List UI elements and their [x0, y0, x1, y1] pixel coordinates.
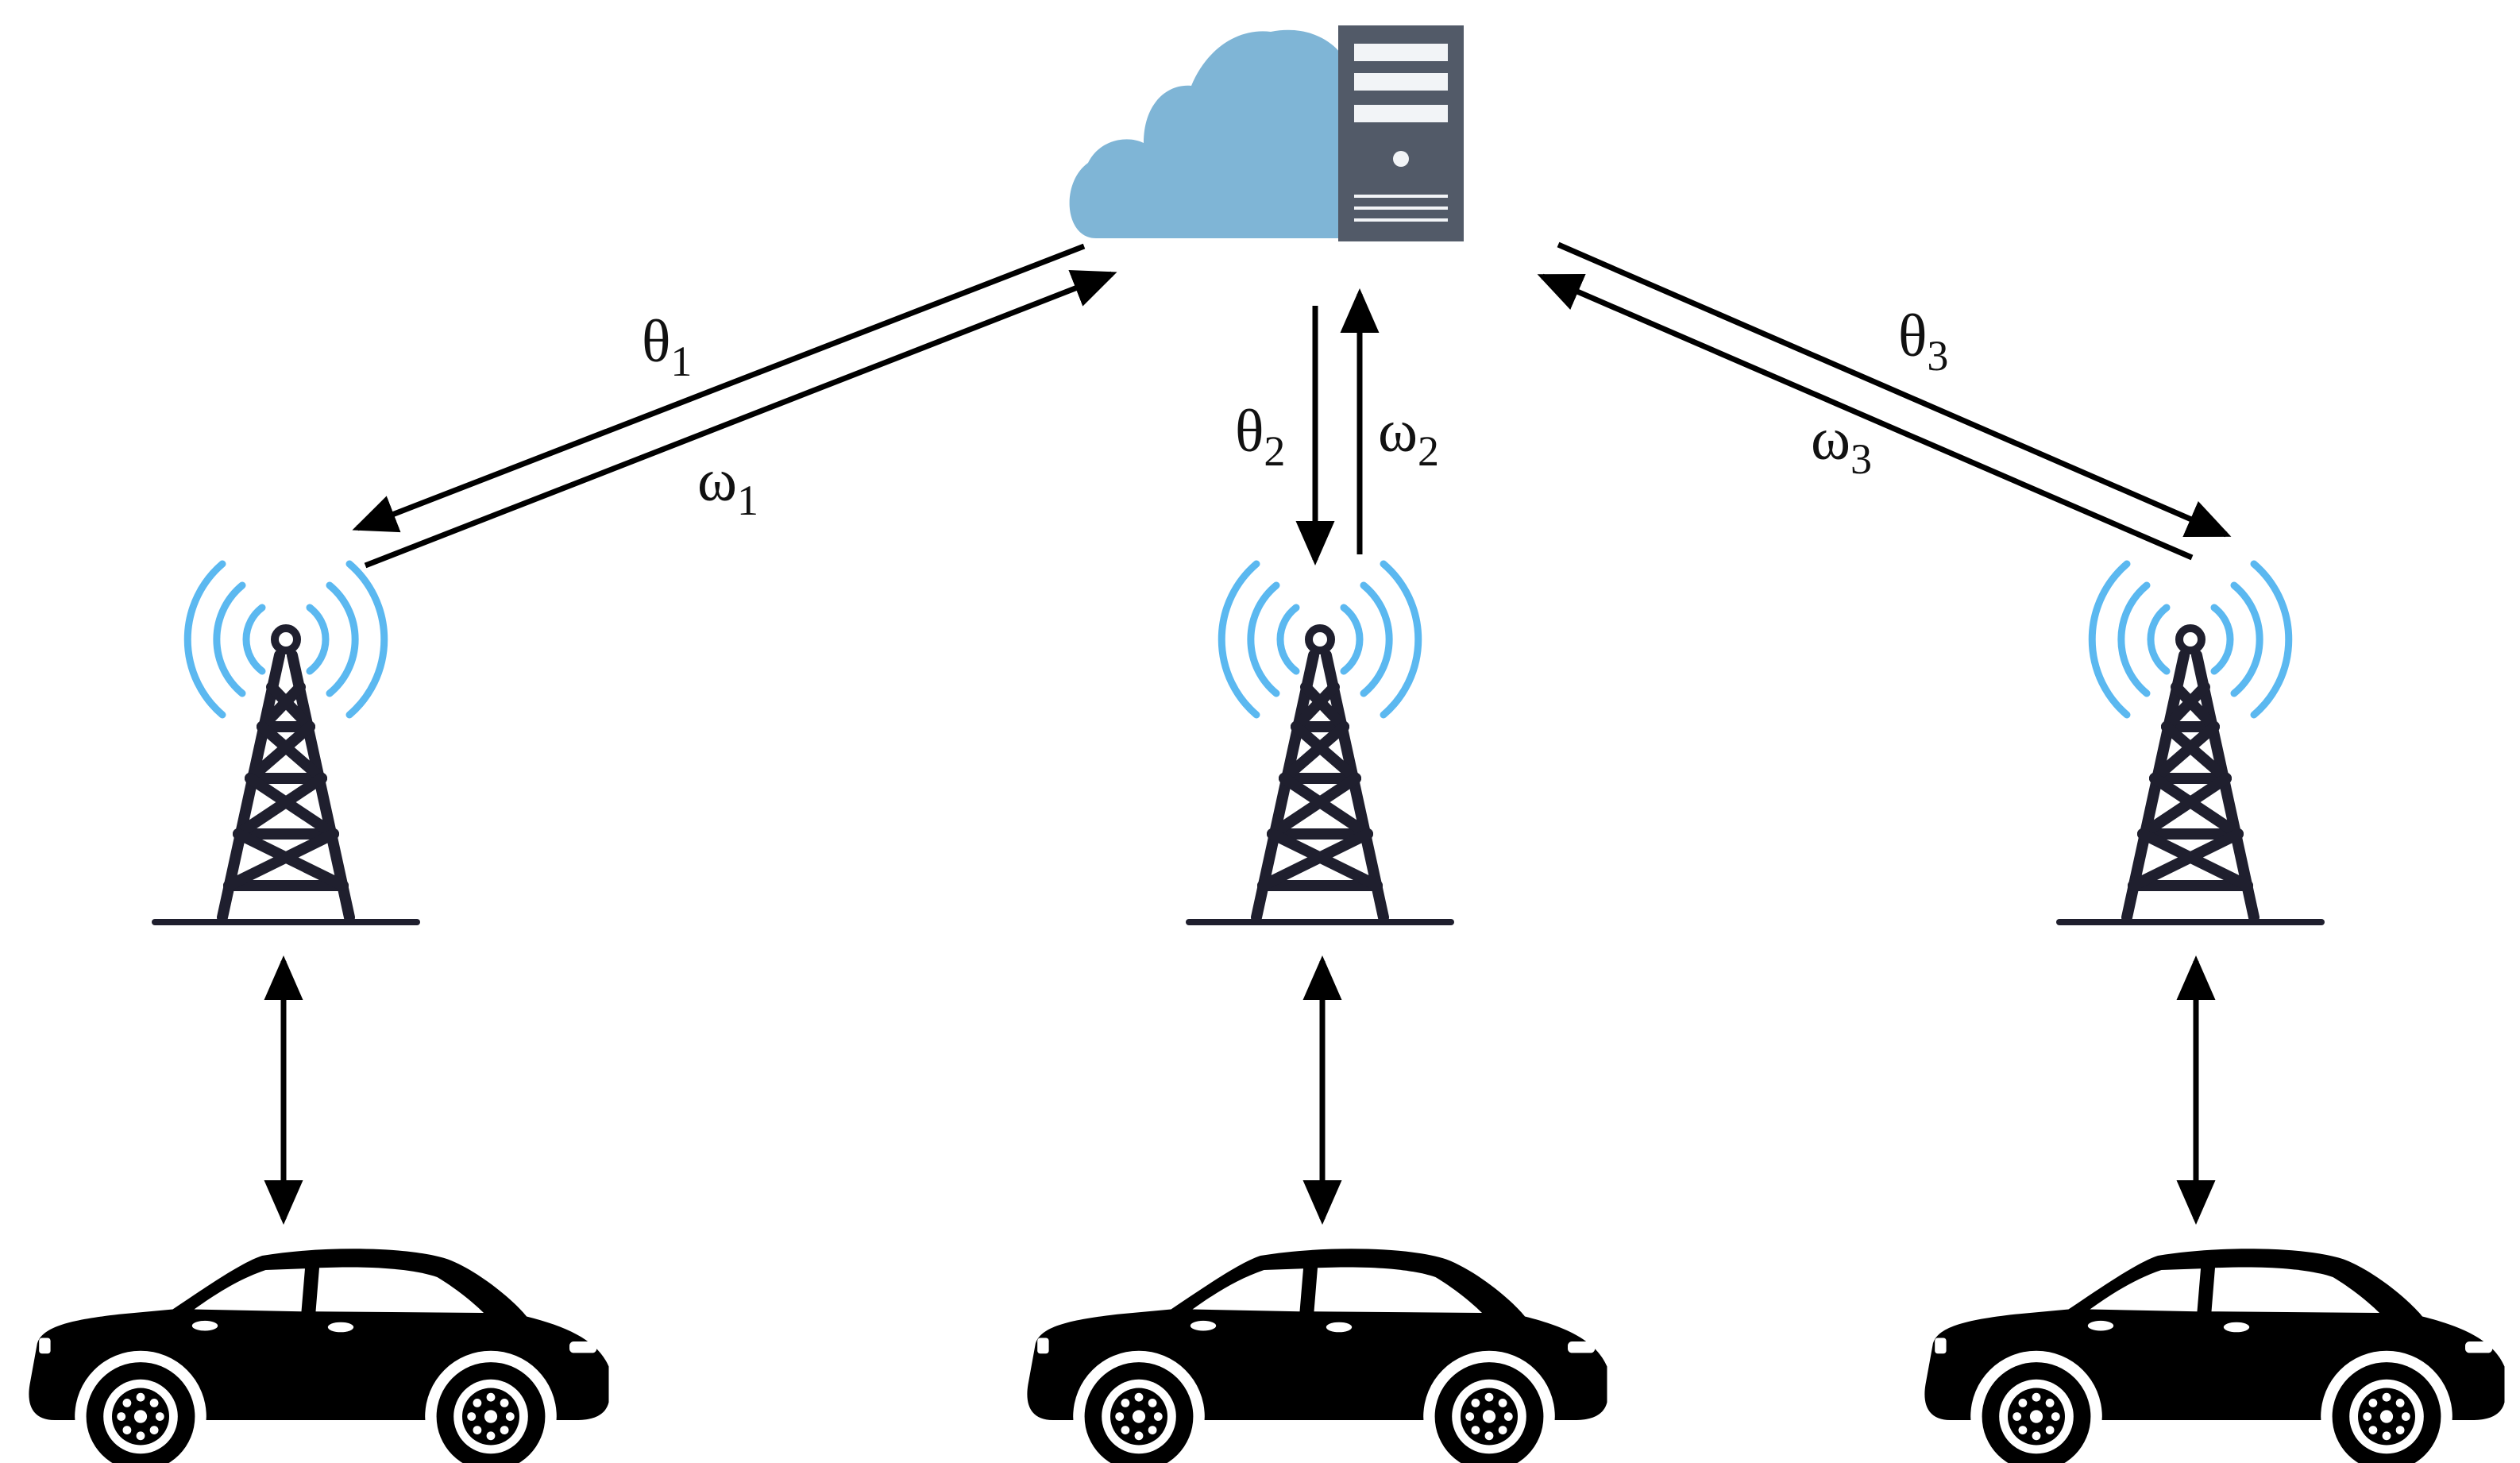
base-station-3 — [2059, 564, 2321, 922]
server-slot — [1354, 44, 1448, 61]
cell-tower-icon — [155, 564, 417, 922]
server-slot — [1354, 105, 1448, 122]
theta-3-label: θ3 — [1898, 303, 1948, 380]
cloud-server-icon — [1069, 25, 1464, 241]
theta-2-label: θ2 — [1235, 398, 1285, 475]
base-station-1 — [155, 564, 417, 922]
base-station-2 — [1189, 564, 1451, 922]
server-tower-links — [352, 241, 2232, 569]
server-tower — [1338, 25, 1464, 241]
omega-3-arrow — [1537, 273, 2194, 561]
server-vent — [1354, 195, 1448, 198]
server-slot — [1354, 73, 1448, 91]
theta-1-label: θ1 — [642, 308, 692, 385]
cell-tower-icon — [1189, 564, 1451, 922]
theta-1-arrow — [352, 243, 1086, 533]
server-led — [1393, 151, 1409, 167]
omega-3-label: ω3 — [1811, 406, 1872, 483]
omega-2-label: ω2 — [1378, 398, 1439, 475]
cell-tower-icon — [2059, 564, 2321, 922]
vehicle-3 — [1924, 1249, 2505, 1463]
vehicle-2 — [1027, 1249, 1607, 1463]
theta-3-arrow — [1557, 241, 2232, 538]
omega-1-label: ω1 — [697, 447, 758, 524]
car-icon — [1027, 1249, 1607, 1463]
server-vent — [1354, 207, 1448, 210]
link-labels: θ1 ω1 θ2 ω2 θ3 ω3 — [642, 303, 1948, 524]
omega-1-arrow — [364, 269, 1117, 569]
tower-vehicle-links — [264, 955, 2216, 1225]
vehicle-1 — [29, 1249, 609, 1463]
cloud-shape — [1069, 29, 1350, 239]
car-icon — [29, 1249, 609, 1463]
car-icon — [1924, 1249, 2505, 1463]
server-vent — [1354, 218, 1448, 222]
